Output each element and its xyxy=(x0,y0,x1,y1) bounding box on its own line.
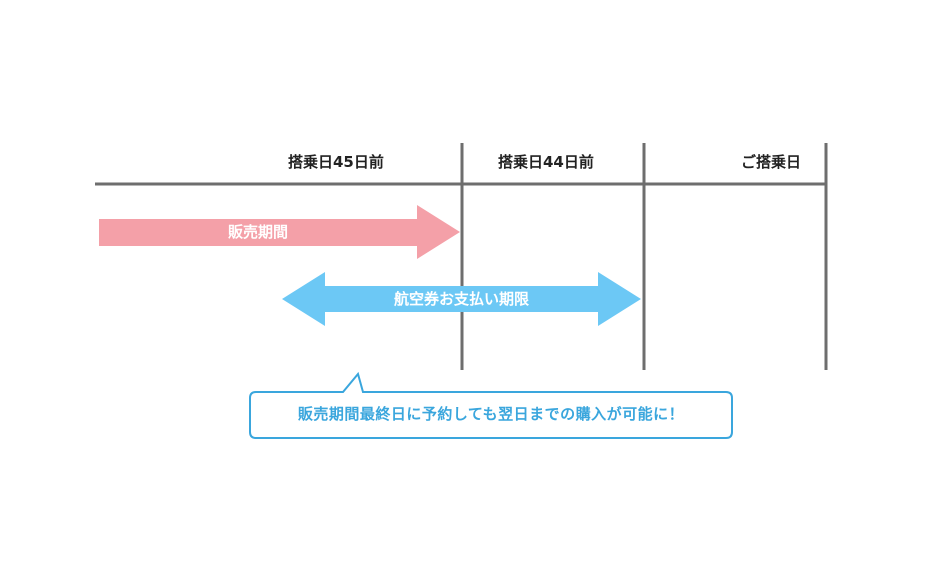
callout-text: 販売期間最終日に予約しても翌日までの購入が可能に！ xyxy=(297,405,685,423)
payment-period-label: 航空券お支払い期限 xyxy=(393,290,529,308)
column-label-boarding-day: ご搭乗日 xyxy=(741,153,802,171)
payment-period-arrow xyxy=(282,272,641,326)
sales-period-label: 販売期間 xyxy=(227,223,288,241)
callout-bubble xyxy=(249,371,733,439)
column-label-day-45: 搭乗日45日前 xyxy=(288,153,384,171)
sales-period-arrow xyxy=(99,205,460,259)
column-label-day-44: 搭乗日44日前 xyxy=(498,153,594,171)
